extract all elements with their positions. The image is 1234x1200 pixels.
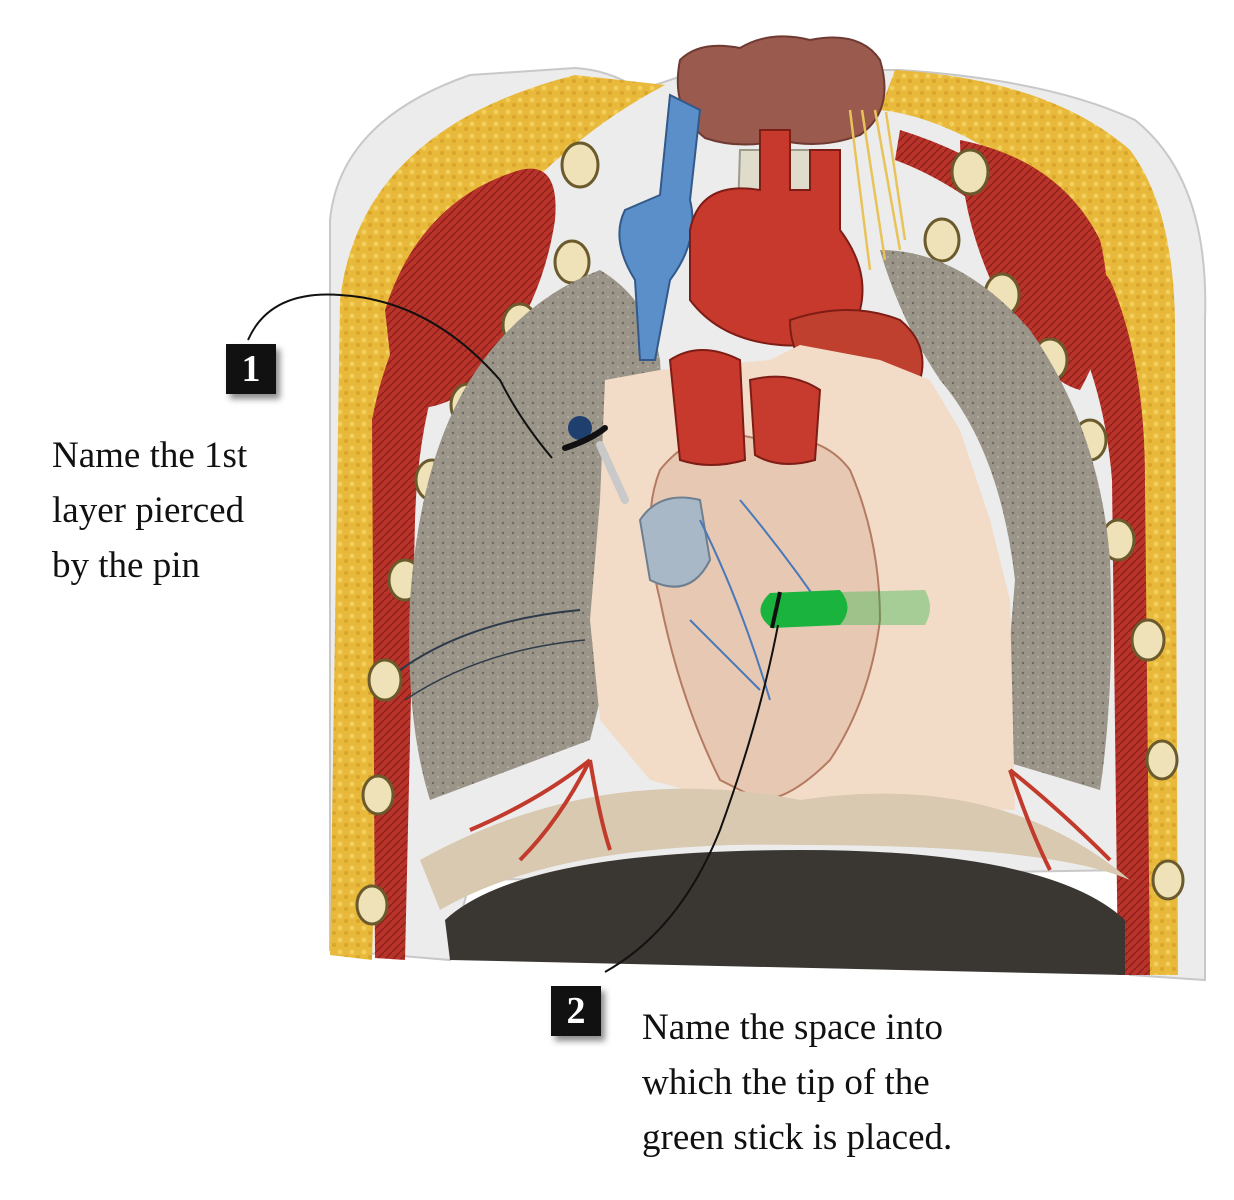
label-2-badge: 2	[551, 986, 601, 1036]
diaphragm-upper-surface	[420, 788, 1130, 910]
right-chest-wall-muscle	[895, 130, 1150, 975]
aortic-arch	[689, 129, 864, 347]
ascending-aorta	[668, 349, 747, 466]
right-atrium	[638, 496, 712, 588]
label-2-question: Name the space into which the tip of the…	[642, 1007, 953, 1158]
diaphragm	[445, 850, 1125, 975]
vagus-phrenic-nerves	[848, 109, 907, 271]
thyroid-gland	[676, 35, 886, 146]
left-chest-wall-muscle	[372, 240, 500, 960]
leader-line-1	[247, 293, 553, 459]
pulmonary-artery-segment	[748, 375, 822, 465]
leader-line-2	[604, 624, 779, 973]
green-stick	[760, 590, 930, 629]
label-1-badge: 1	[226, 344, 276, 394]
pin	[562, 416, 629, 504]
superior-vena-cava	[618, 93, 702, 361]
lung-fissure-lower	[404, 639, 586, 701]
lung-fissure	[399, 609, 581, 671]
label-1-question: Name the 1st layer pierced by the pin	[52, 435, 248, 586]
left-lung	[880, 250, 1112, 790]
phrenic-vessels-right	[1008, 768, 1112, 871]
phrenic-vessels-left	[469, 758, 612, 862]
